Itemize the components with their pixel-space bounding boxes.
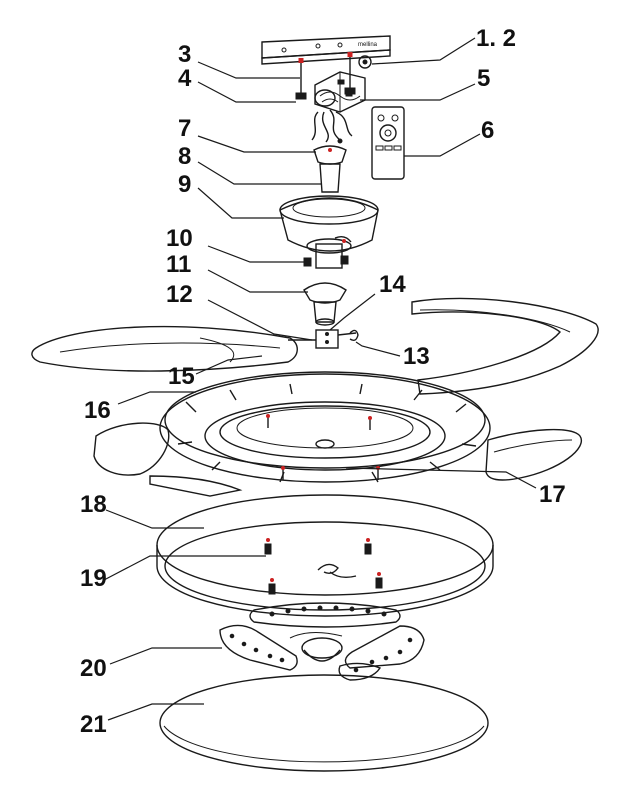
callout-13: 13	[403, 343, 430, 370]
callout-16: 16	[84, 397, 111, 424]
shaft-collar	[303, 282, 347, 326]
remote-control	[371, 106, 405, 180]
callout-14: 14	[379, 271, 406, 298]
callout-10: 10	[166, 225, 193, 252]
callout-4: 4	[178, 65, 192, 92]
bracket-screws	[295, 52, 356, 100]
callout-6: 6	[481, 117, 494, 144]
diffuser-cover	[159, 674, 489, 772]
light-shade-ring	[156, 494, 494, 617]
callout-17: 17	[539, 481, 566, 508]
blade-right-bottom	[485, 428, 583, 481]
leader-lines	[103, 37, 537, 721]
brand-label: mellina	[358, 42, 378, 48]
mount-block	[288, 329, 359, 349]
downrod-cover	[313, 145, 347, 193]
housing-screws	[303, 255, 349, 267]
callout-5: 5	[477, 65, 490, 92]
blade-right-top	[411, 297, 599, 395]
light-ring-frame	[159, 371, 491, 483]
callout-7: 7	[178, 115, 191, 142]
blade-left	[31, 325, 298, 372]
receiver-block	[314, 71, 366, 113]
callout-19: 19	[80, 565, 107, 592]
callout-15: 15	[168, 363, 195, 390]
callout-20: 20	[80, 655, 107, 682]
callout-18: 18	[80, 491, 107, 518]
callout-12: 12	[166, 281, 193, 308]
motor-housing	[279, 195, 379, 269]
shade-screws	[264, 538, 383, 595]
callout-8: 8	[178, 143, 191, 170]
blade-left-bottom	[93, 422, 243, 497]
wire-bundle	[311, 109, 353, 144]
callout-labels: 1. 2 3 4 5 6 7 8 9 10 11 12 13 14 15 16 …	[80, 25, 566, 738]
callout-11: 11	[166, 251, 191, 278]
led-module	[219, 602, 425, 681]
callout-21: 21	[80, 711, 107, 738]
callout-1-2: 1. 2	[476, 25, 516, 52]
ring-ticks	[177, 383, 477, 483]
callout-9: 9	[178, 171, 191, 198]
callout-3: 3	[178, 41, 191, 68]
mounting-bracket: mellina	[261, 35, 391, 69]
